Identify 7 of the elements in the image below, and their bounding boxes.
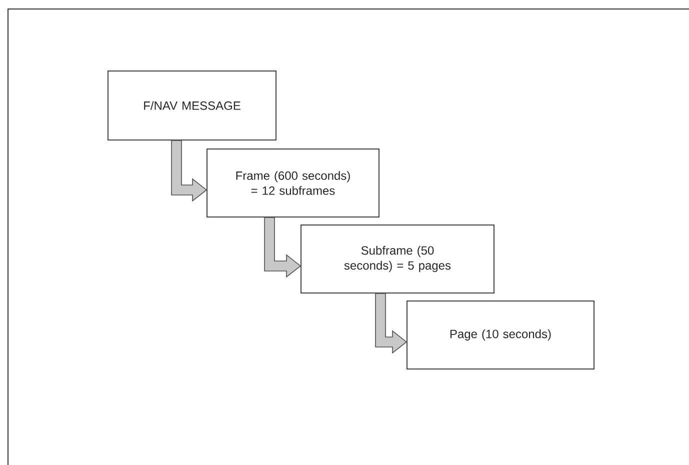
text-box: Subframe (50 seconds) = 5 pages: [300, 224, 494, 294]
elbow-arrow: [375, 293, 408, 354]
text-box: Frame (600 seconds) = 12 subframes: [206, 148, 380, 218]
text-box: F/NAV MESSAGE: [108, 70, 276, 140]
text-box: Page (10 seconds): [406, 300, 594, 370]
elbow-arrow: [171, 140, 208, 202]
elbow-arrow: [264, 217, 302, 278]
